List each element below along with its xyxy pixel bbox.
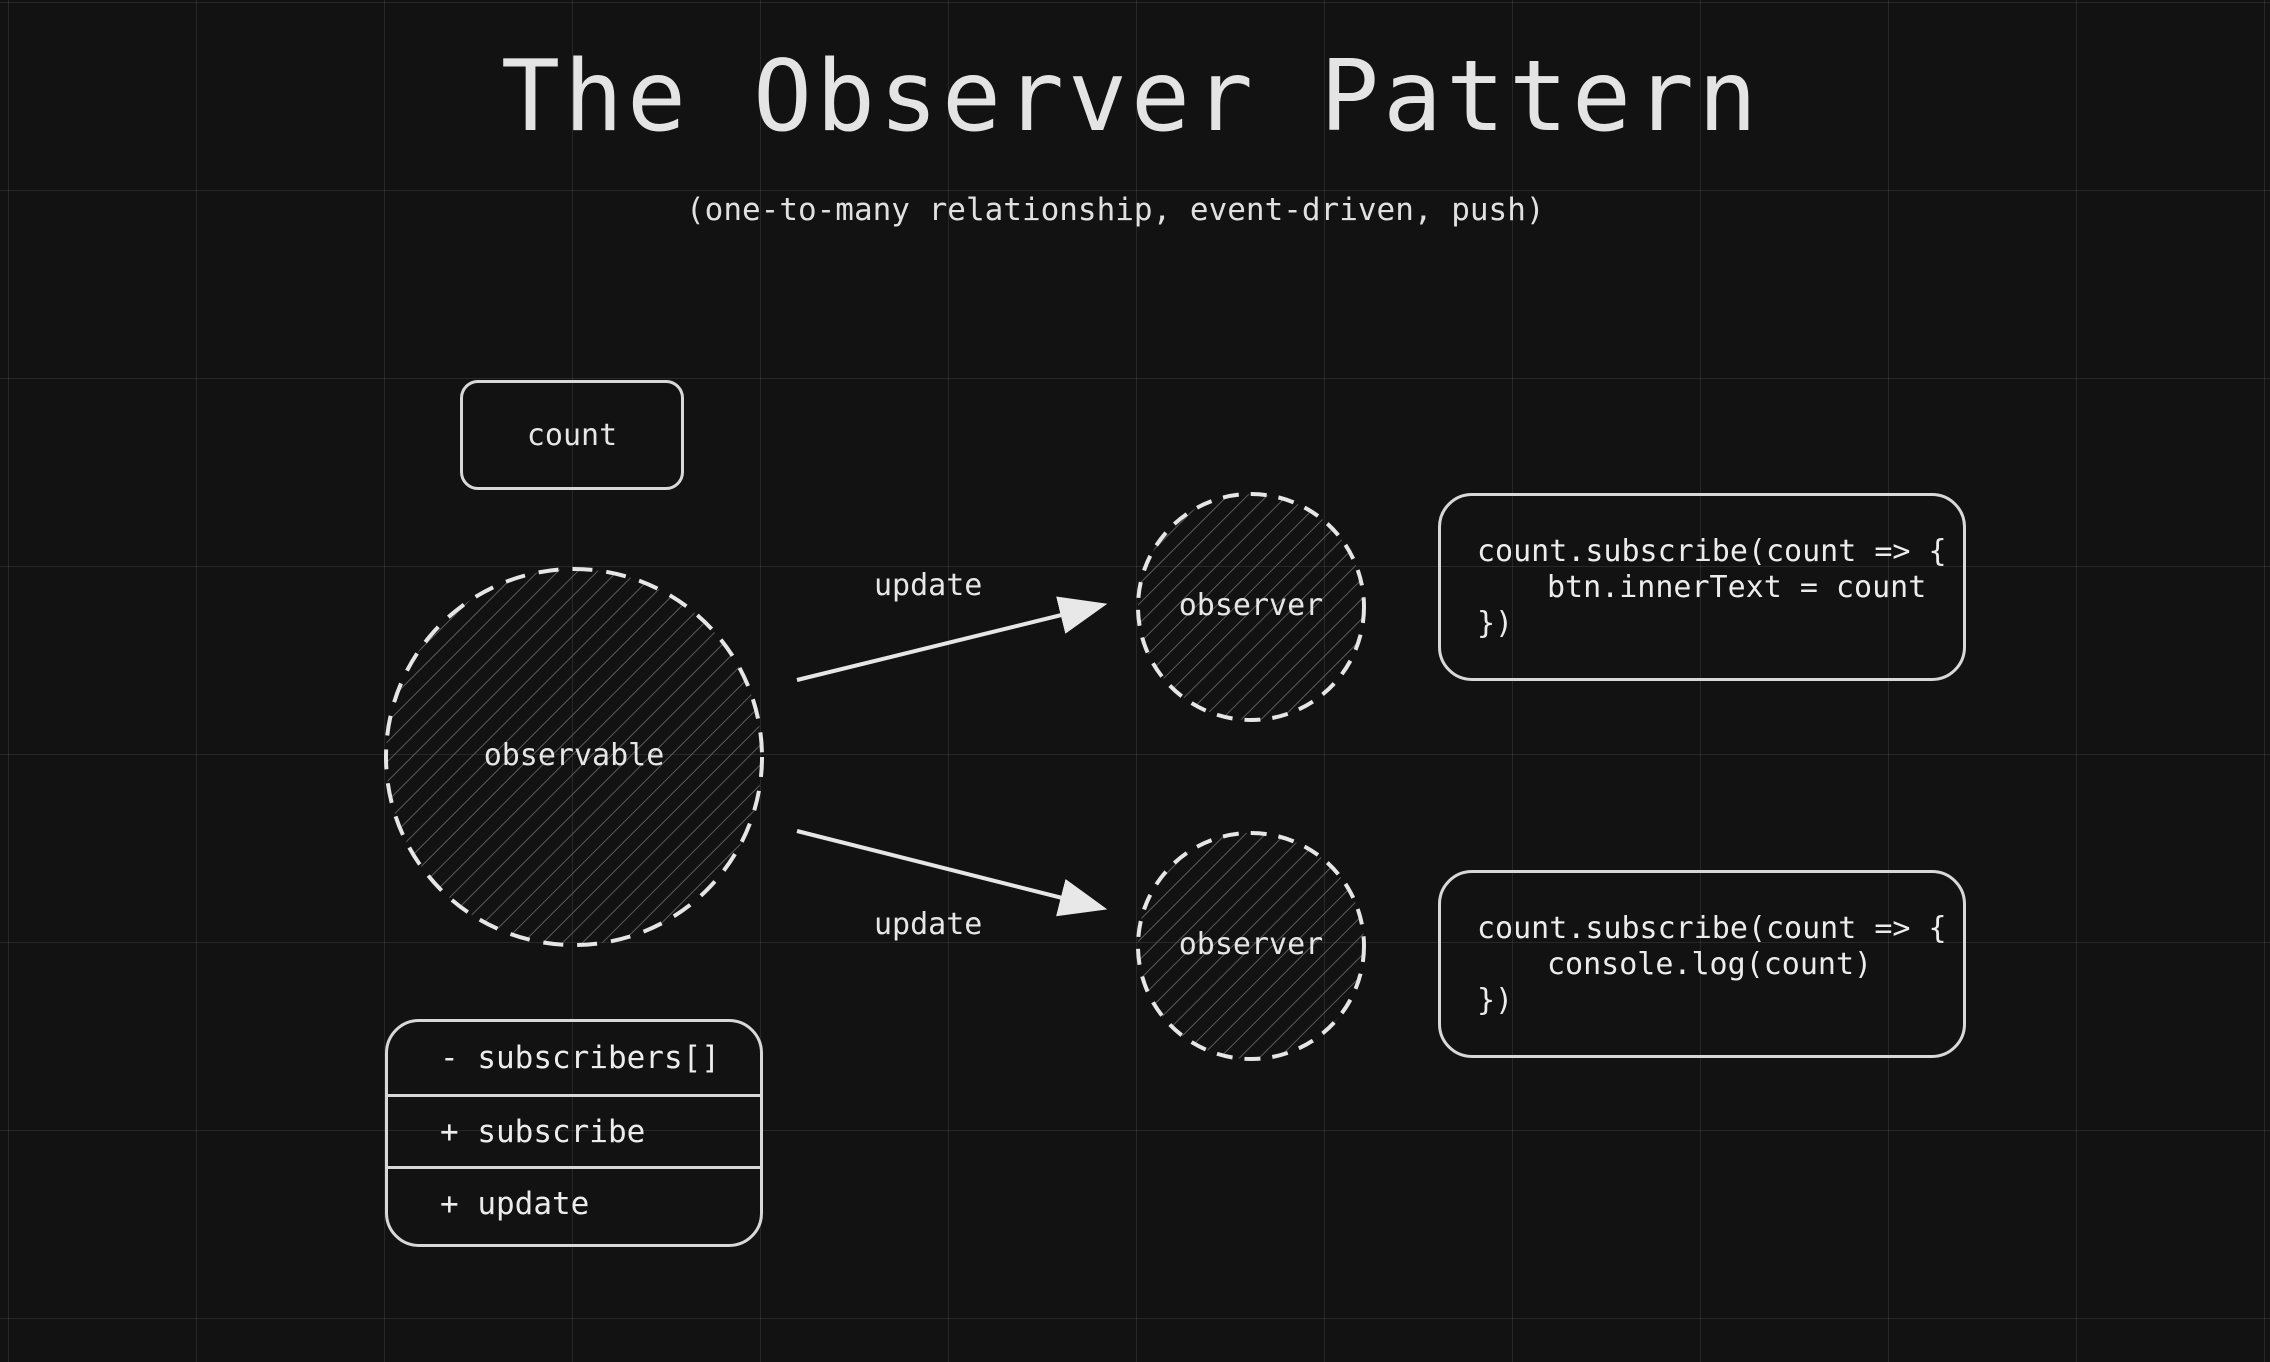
observer-circle-2: [1136, 831, 1366, 1061]
update-label-2: update: [874, 907, 983, 942]
subscriber-code-block-1: count.subscribe(count => { btn.innerText…: [1438, 493, 1966, 681]
observable-label: observable: [483, 738, 665, 773]
update-arrow-2: [796, 829, 1108, 917]
code-line: console.log(count): [1547, 947, 1873, 982]
observable-class-box: - subscribers[] + subscribe + update: [385, 1019, 763, 1247]
title-text: The Observer Pattern: [500, 40, 1762, 154]
update-arrow-1: [796, 596, 1108, 682]
count-state-box: count: [460, 380, 684, 490]
code-line: }): [1477, 983, 1514, 1018]
count-label: count: [526, 417, 618, 453]
observer-label-1: observer: [1178, 588, 1324, 623]
code-line: count.subscribe(count => {: [1477, 534, 1947, 569]
code-line: btn.innerText = count: [1547, 570, 1927, 605]
class-member-subscribers: - subscribers[]: [440, 1040, 720, 1076]
subscriber-code-block-2: count.subscribe(count => { console.log(c…: [1438, 870, 1966, 1058]
observer-circle-1: [1136, 492, 1366, 722]
diagram-title: The Observer Pattern: [0, 40, 2270, 154]
observable-circle: [384, 567, 764, 947]
class-member-update: + update: [388, 1166, 760, 1238]
code-line: }): [1477, 606, 1514, 641]
observer-label-2: observer: [1178, 927, 1324, 962]
diagram-subtitle: (one-to-many relationship, event-driven,…: [686, 192, 1545, 228]
class-member-subscribe: + subscribe: [388, 1094, 760, 1166]
code-line: count.subscribe(count => {: [1477, 911, 1947, 946]
update-label-1: update: [874, 568, 983, 603]
